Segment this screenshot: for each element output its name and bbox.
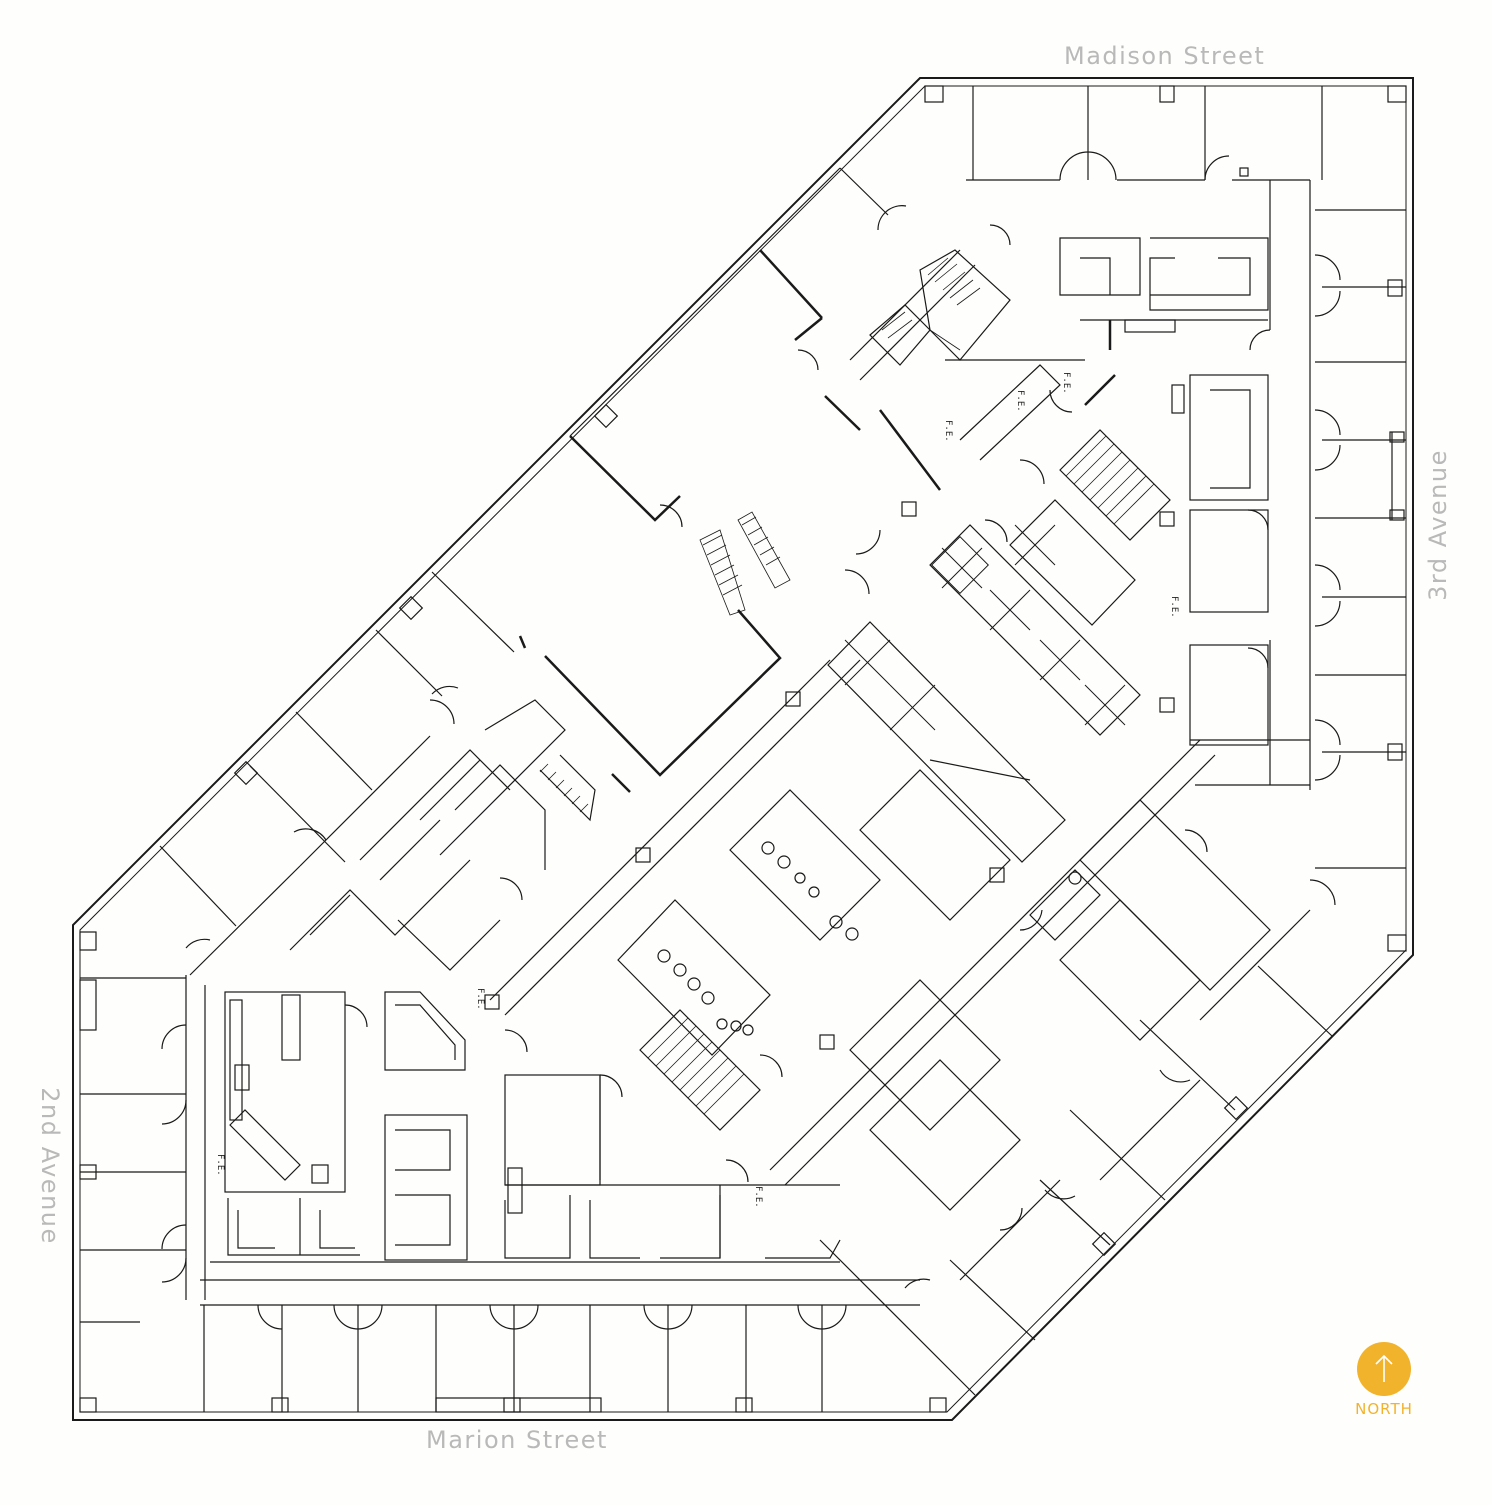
offices-west [79,931,187,1413]
equipment-tag: F.E. [943,420,953,442]
offices-north [924,85,1407,181]
stair-north [1059,429,1171,541]
central-suite [518,249,1116,793]
building-envelope [72,77,1414,1421]
offices-east-central [849,759,1271,1211]
equipment-tags: F.E. F.E. F.E. F.E. F.E. F.E. F.E. [215,372,1179,1208]
offices-south [200,1304,947,1413]
street-label-west: 2nd Avenue [36,1087,64,1245]
north-label: NORTH [1355,1400,1413,1418]
north-arrow-icon [1357,1342,1411,1396]
offices-southeast [819,909,1333,1396]
restroom-lower [617,899,771,1056]
workstations-south [504,1074,841,1259]
central-stair [699,511,791,616]
equipment-tag: F.E. [475,988,485,1010]
street-label-north: Madison Street [1064,42,1266,70]
stair-south [639,1009,761,1131]
offices-northwest [159,167,907,976]
equipment-tag: F.E. [753,1186,763,1208]
offices-east [1309,180,1407,952]
north-compass: NORTH [1350,1342,1418,1418]
equipment-tag: F.E. [1169,596,1179,618]
workstations-northeast [1059,237,1269,746]
street-label-south: Marion Street [426,1426,608,1454]
reception-north [849,249,1085,461]
west-suite [289,699,596,971]
equipment-tag: F.E. [1015,390,1025,412]
core-elevators [827,499,1141,863]
doors [484,224,1271,1231]
street-label-east: 3rd Avenue [1424,449,1452,601]
equipment-tag: F.E. [215,1154,225,1176]
restroom-upper [729,789,881,941]
corridors [200,180,1310,1300]
southwest-suite [224,991,523,1261]
equipment-tag: F.E. [1061,372,1071,394]
